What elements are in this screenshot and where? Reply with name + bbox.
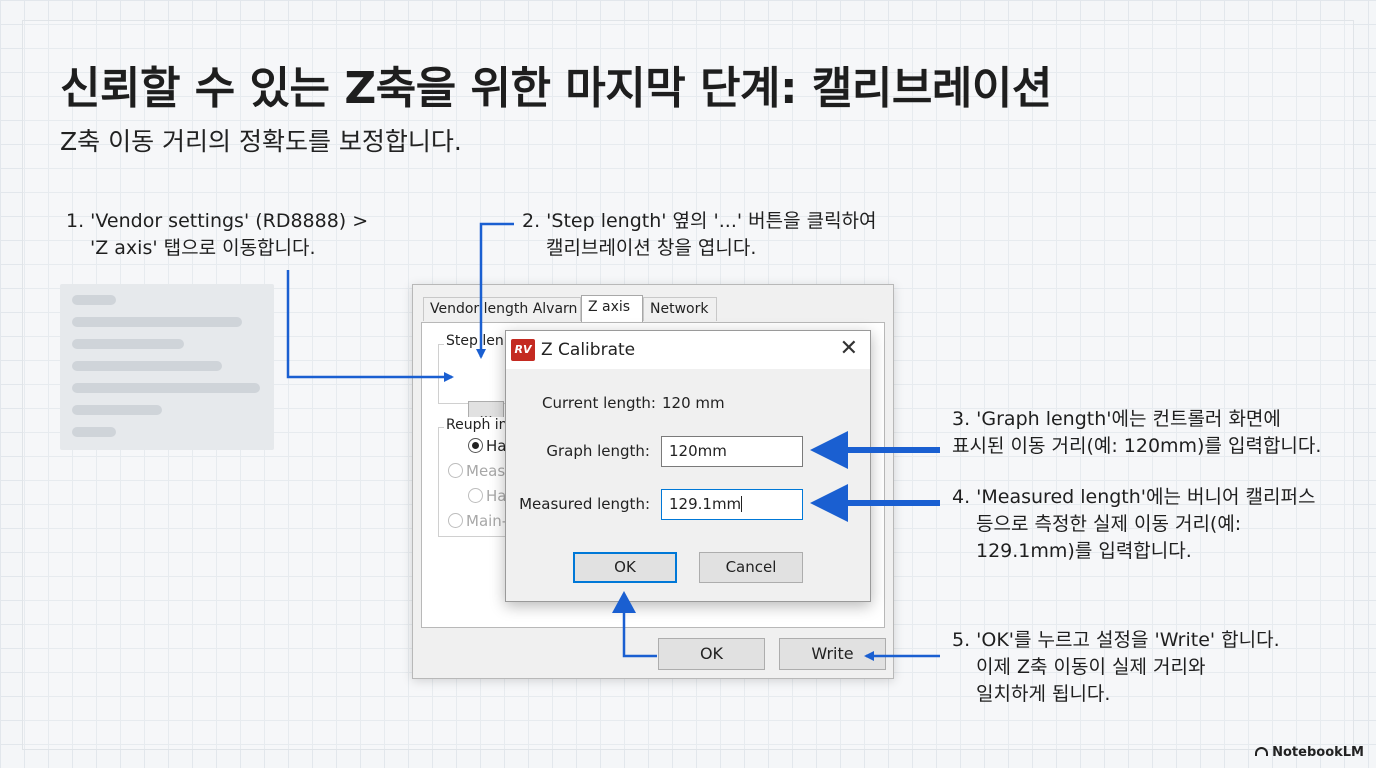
step5-line1: 5. 'OK'를 누르고 설정을 'Write' 합니다. [952,629,1280,651]
sidebar-skeleton [60,284,274,450]
skeleton-line [72,295,116,305]
arrow-step2 [476,222,514,359]
step2-line2: 캘리브레이션 창을 엽니다. [546,237,757,259]
step5-note: 5. 'OK'를 누르고 설정을 'Write' 합니다. 이제 Z축 이동이 … [952,627,1280,708]
measured-length-value: 129.1mm [669,495,742,513]
skeleton-line [72,339,184,349]
tab-vendor-length[interactable]: Vendor length Alvarn [423,297,581,321]
dialog-ok-button[interactable]: OK [573,552,677,583]
text-caret [741,496,743,512]
step4-line2: 등으로 측정한 실제 이동 거리(예: [976,513,1242,535]
z-calibrate-dialog: RV Z Calibrate ✕ Current length: 120 mm … [505,330,871,602]
dialog-title: Z Calibrate [541,340,636,360]
step5-line2: 이제 Z축 이동이 실제 거리와 [976,656,1206,678]
radio-empty-icon [448,463,463,478]
radio-option-1[interactable]: Ha [468,437,506,455]
skeleton-line [72,383,260,393]
close-icon[interactable]: ✕ [839,336,858,361]
measured-length-input[interactable]: 129.1mm [661,489,803,520]
arrow-step1 [286,270,454,382]
skeleton-line [72,361,222,371]
tab-z-axis[interactable]: Z axis [581,295,643,323]
step1-note: 1. 'Vendor settings' (RD8888) > 'Z axis'… [66,208,368,262]
radio-option-2[interactable]: Meas [448,462,505,480]
reset-group-label: Reuph in [444,417,510,433]
step-length-label: Step len [444,333,506,349]
radio-empty-icon [468,488,483,503]
notebooklm-logo-icon [1255,747,1269,756]
brand-watermark: NotebookLM [1255,745,1364,760]
current-length-value: 120 mm [662,394,725,412]
skeleton-line [72,427,116,437]
radio-option-4[interactable]: Main- [448,512,507,530]
arrow-step5-ok-head [612,591,636,613]
graph-length-value: 120mm [669,442,727,460]
dialog-title-bar: RV Z Calibrate ✕ [506,331,870,369]
arrow-step5-ok [622,612,657,658]
radio-option-3[interactable]: Ha [468,487,506,505]
radio-label: Main- [466,512,508,530]
step4-line1: 4. 'Measured length'에는 버니어 캘리퍼스 [952,486,1316,508]
step1-line2: 'Z axis' 탭으로 이동합니다. [90,237,316,259]
skeleton-line [72,317,242,327]
step2-line1: 2. 'Step length' 옆의 '...' 버튼을 클릭하여 [522,210,877,232]
step3-line2: 표시된 이동 거리(예: 120mm)를 입력합니다. [952,435,1322,457]
arrow-step4-head [810,484,848,522]
app-logo-icon: RV [511,339,535,361]
step4-note: 4. 'Measured length'에는 버니어 캘리퍼스 등으로 측정한 … [952,484,1315,565]
measured-length-label: Measured length: [519,495,650,513]
dialog-cancel-button[interactable]: Cancel [699,552,803,583]
settings-ok-button[interactable]: OK [658,638,765,670]
tab-network[interactable]: Network [643,297,717,321]
radio-empty-icon [448,513,463,528]
radio-label: Meas [466,462,506,480]
graph-length-input[interactable]: 120mm [661,436,803,467]
step5-line3: 일치하게 됩니다. [976,683,1111,705]
brand-label: NotebookLM [1272,745,1364,760]
arrow-step3-head [810,431,848,469]
step2-note: 2. 'Step length' 옆의 '...' 버튼을 클릭하여 캘리브레이… [522,208,877,262]
radio-selected-icon [468,438,483,453]
skeleton-line [72,405,162,415]
radio-label: Ha [486,487,507,505]
slide-title: 신뢰할 수 있는 Z축을 위한 마지막 단계: 캘리브레이션 [60,63,1052,114]
step3-line1: 3. 'Graph length'에는 컨트롤러 화면에 [952,408,1281,430]
radio-label: Ha [486,437,507,455]
slide-subtitle: Z축 이동 거리의 정확도를 보정합니다. [60,127,462,156]
step1-line1: 1. 'Vendor settings' (RD8888) > [66,210,369,232]
step3-note: 3. 'Graph length'에는 컨트롤러 화면에 표시된 이동 거리(예… [952,406,1321,460]
current-length-label: Current length: [542,394,656,412]
step4-line3: 129.1mm)를 입력합니다. [976,540,1192,562]
graph-length-label: Graph length: [546,442,650,460]
